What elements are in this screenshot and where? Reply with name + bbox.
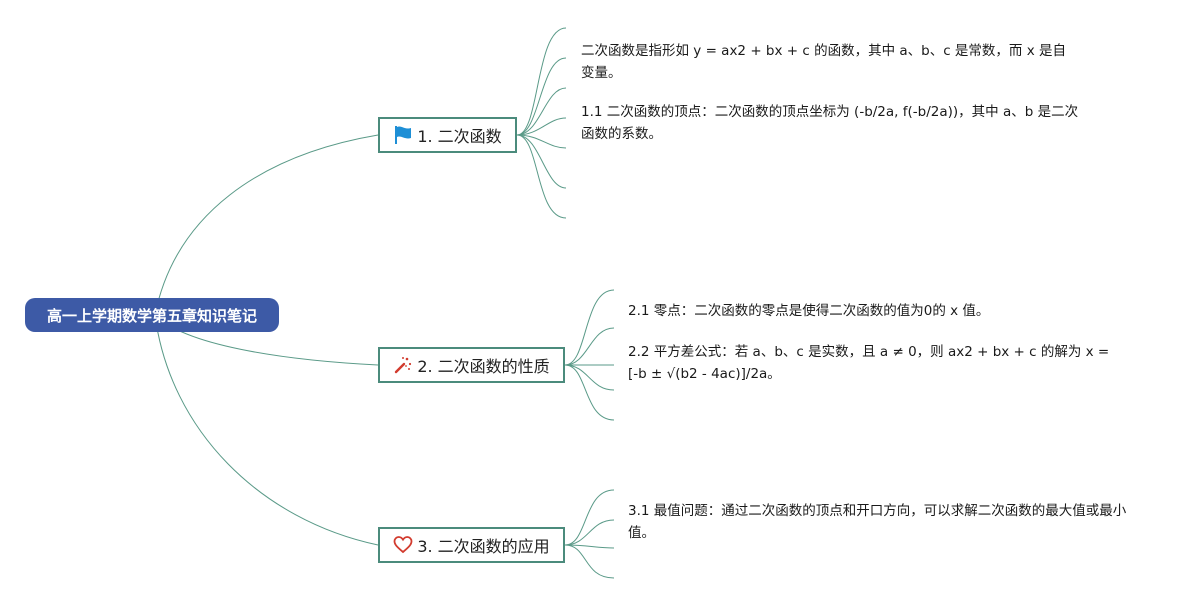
note-definition[interactable]: 二次函数是指形如 y = ax2 + bx + c 的函数，其中 a、b、c 是… [581,43,1067,81]
note-formula[interactable]: 2.2 平方差公式：若 a、b、c 是实数，且 a ≠ 0，则 ax2 + bx… [628,344,1110,382]
root-title: 高一上学期数学第五章知识笔记 [46,306,257,325]
link-b1-leaf-2 [516,57,567,136]
link-b2-leaf-1 [564,289,615,366]
branch-topic-quadratic-function[interactable]: 1. 二次函数 [378,117,517,153]
flag-icon [393,125,413,145]
branch-label: 2. 二次函数的性质 [417,357,550,376]
link-b1-leaf-7 [516,134,567,219]
note-zero-point[interactable]: 2.1 零点：二次函数的零点是使得二次函数的值为0的 x 值。 [628,303,990,319]
branch-label: 3. 二次函数的应用 [417,537,550,556]
link-b1-leaf-5 [516,134,567,149]
branch-topic-properties[interactable]: 2. 二次函数的性质 [378,347,565,383]
link-root-branch-1 [154,134,379,316]
link-b3-leaf-4 [564,544,615,579]
heart-icon [393,535,413,555]
link-b3-leaf-2 [564,519,615,546]
note-extreme-value[interactable]: 3.1 最值问题：通过二次函数的顶点和开口方向，可以求解二次函数的最大值或最小值… [628,503,1127,541]
branch-topic-applications[interactable]: 3. 二次函数的应用 [378,527,565,563]
note-vertex[interactable]: 1.1 二次函数的顶点：二次函数的顶点坐标为 (-b/2a, f(-b/2a))… [581,104,1079,142]
root-topic[interactable]: 高一上学期数学第五章知识笔记 [25,298,279,332]
link-b1-leaf-4 [516,117,567,136]
link-root-branch-3 [154,314,379,546]
branch-label: 1. 二次函数 [417,127,502,146]
link-b2-leaf-4 [564,364,615,391]
link-b3-leaf-3 [564,544,615,549]
link-b1-leaf-6 [516,134,567,189]
link-b2-leaf-5 [564,364,615,421]
magic-wand-icon [393,355,413,375]
link-b1-leaf-1 [516,27,567,136]
link-b3-leaf-1 [564,489,615,546]
link-b1-leaf-3 [516,87,567,136]
link-b2-leaf-2 [564,327,615,366]
